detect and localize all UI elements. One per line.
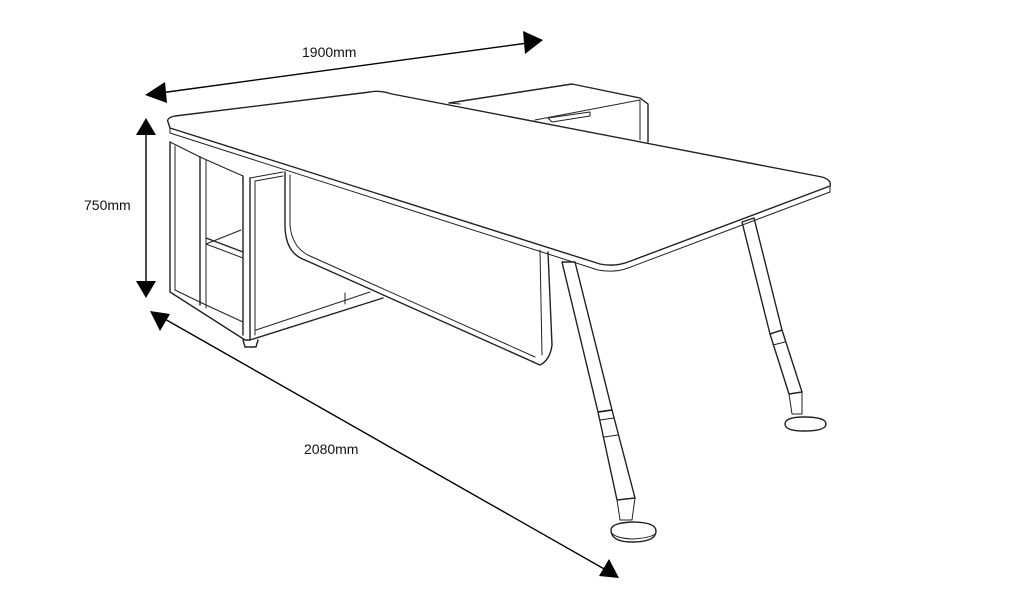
height-dimension-arrow: [136, 118, 156, 298]
desk-top: [166, 90, 832, 272]
modesty-panel: [284, 171, 553, 366]
height-dimension-label: 750mm: [84, 197, 131, 213]
width-dimension-label: 1900mm: [302, 44, 357, 60]
back-leg: [741, 217, 827, 432]
depth-dimension-arrow: [150, 311, 619, 578]
depth-dimension-label: 2080mm: [304, 441, 359, 457]
front-leg: [561, 261, 657, 543]
side-bookshelf: [169, 141, 384, 348]
width-dimension-arrow: [145, 31, 543, 103]
return-cabinet: [448, 83, 649, 143]
